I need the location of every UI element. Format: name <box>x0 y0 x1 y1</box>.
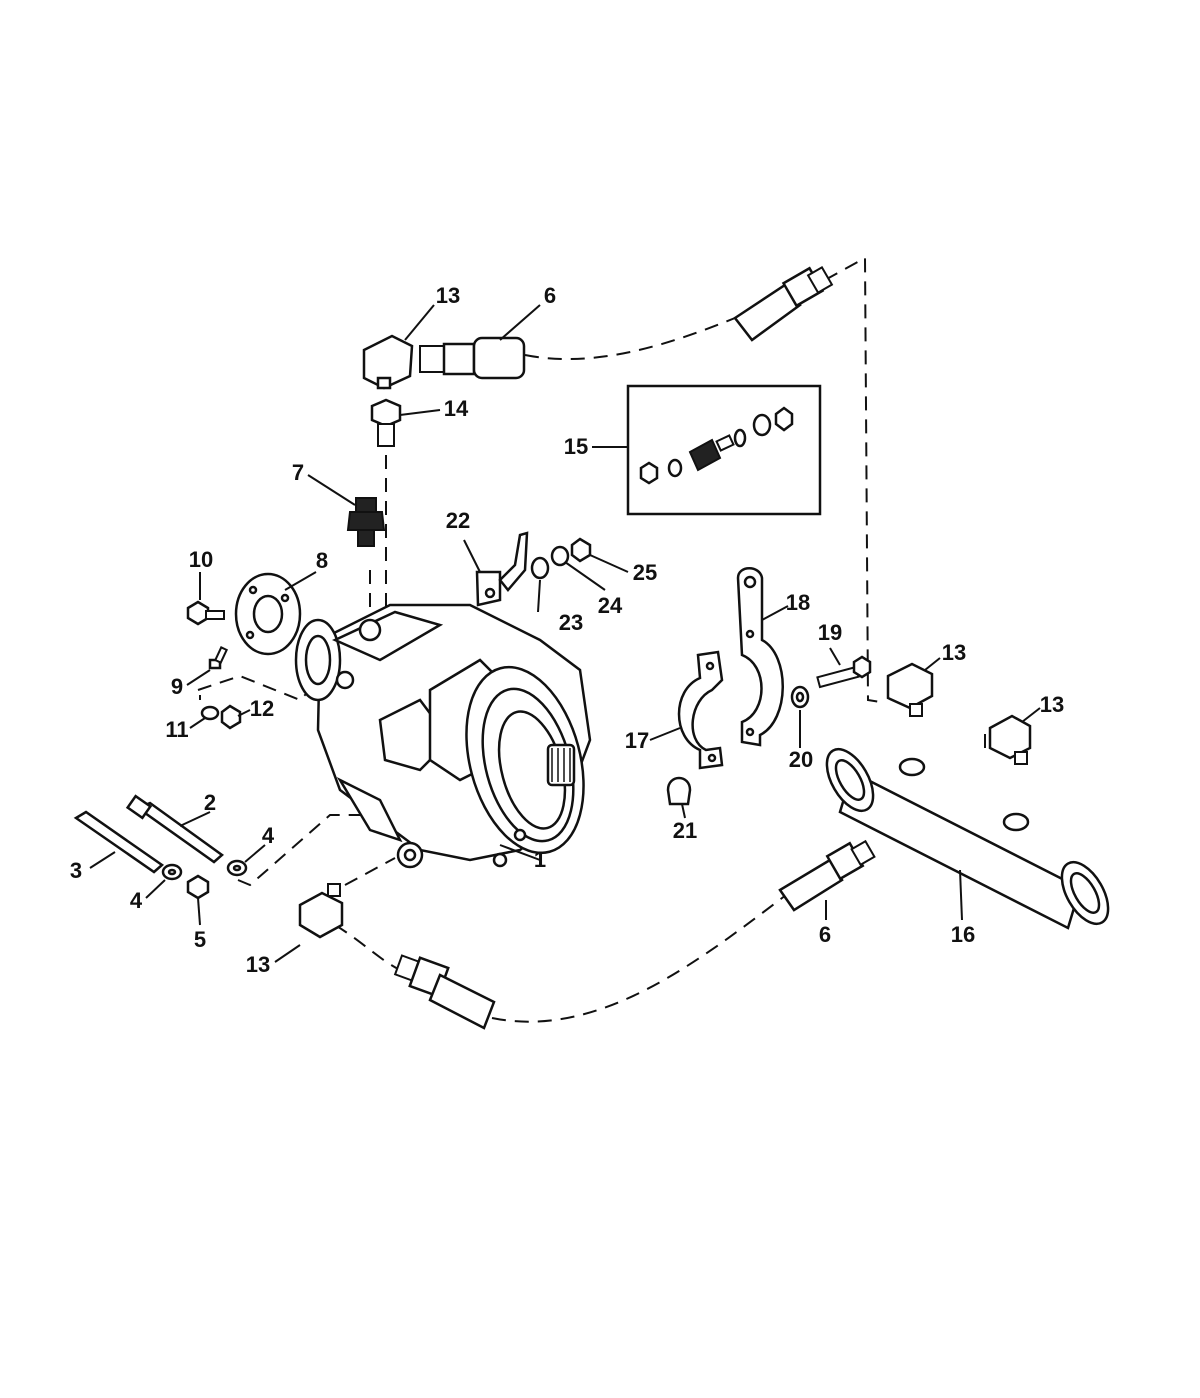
callout-14-adapter: 14 <box>444 396 469 421</box>
screw <box>208 646 229 670</box>
callout-3-stud: 3 <box>70 858 82 883</box>
callout-4-washer-right: 4 <box>262 823 275 848</box>
callout-13-elbow-right: 13 <box>942 640 966 665</box>
hardware-kit-box <box>626 384 822 516</box>
washer <box>200 705 220 721</box>
callout-9-screw: 9 <box>171 674 183 699</box>
callout-2-bolt: 2 <box>204 790 216 815</box>
lock-washer <box>550 545 570 567</box>
callout-12-nut: 12 <box>250 696 274 721</box>
elbow-fitting <box>362 334 414 390</box>
callout-numbers: 13 6 14 7 15 22 10 8 25 23 24 18 19 13 9… <box>70 283 1064 977</box>
callout-13-elbow-far-right: 13 <box>1040 692 1064 717</box>
temperature-sender <box>346 497 386 547</box>
hose-fitting <box>419 336 526 380</box>
washer <box>161 863 183 881</box>
nut <box>220 704 242 730</box>
callout-22-bracket: 22 <box>446 508 470 533</box>
nut <box>186 874 210 900</box>
washer <box>226 859 248 877</box>
nut <box>570 537 592 563</box>
cap-nut <box>666 776 692 806</box>
callout-11-washer: 11 <box>165 717 188 742</box>
callout-16-heat-exchanger: 16 <box>951 922 975 947</box>
mounting-bracket <box>475 531 529 607</box>
adapter-fitting <box>370 398 402 447</box>
hose-fitting <box>733 265 834 342</box>
stud-bolt <box>73 810 165 874</box>
washer <box>790 685 810 709</box>
callout-17-clamp: 17 <box>625 728 649 753</box>
callout-8-flange: 8 <box>316 548 328 573</box>
elbow-fitting <box>298 883 344 939</box>
transmission-housing <box>294 603 592 869</box>
callout-6-hose-top: 6 <box>544 283 556 308</box>
hose-routing-lines <box>197 256 995 1023</box>
callout-7-sender: 7 <box>292 460 304 485</box>
callout-24-lock-washer: 24 <box>598 593 623 618</box>
callout-19-bolt: 19 <box>818 620 842 645</box>
callout-21-cap-nut: 21 <box>673 818 697 843</box>
callout-4-washer-left: 4 <box>130 888 143 913</box>
lower-clamp <box>677 650 724 770</box>
elbow-fitting <box>886 662 934 717</box>
bolt <box>186 600 225 626</box>
hose-fitting <box>778 839 876 912</box>
callout-5-nut: 5 <box>194 927 206 952</box>
callout-13-elbow-bottom: 13 <box>246 952 270 977</box>
callout-10-bolt: 10 <box>189 547 213 572</box>
callout-20-washer: 20 <box>789 747 813 772</box>
washer <box>530 556 550 580</box>
leader-lines <box>89 304 1041 963</box>
callout-25-nut: 25 <box>633 560 657 585</box>
bolt <box>816 655 872 689</box>
hose-fitting <box>393 954 496 1030</box>
callout-18-clamp: 18 <box>786 590 810 615</box>
elbow-fitting <box>988 714 1032 765</box>
callout-6-hose-bottom: 6 <box>819 922 831 947</box>
callout-13-elbow-top: 13 <box>436 283 460 308</box>
callout-15-kit: 15 <box>564 434 588 459</box>
callout-1-transmission: 1 <box>534 847 546 872</box>
flange-plate <box>234 572 302 656</box>
long-bolt <box>125 794 225 864</box>
heat-exchanger <box>825 747 1110 930</box>
callout-23-washer: 23 <box>559 610 583 635</box>
upper-clamp <box>736 567 784 747</box>
